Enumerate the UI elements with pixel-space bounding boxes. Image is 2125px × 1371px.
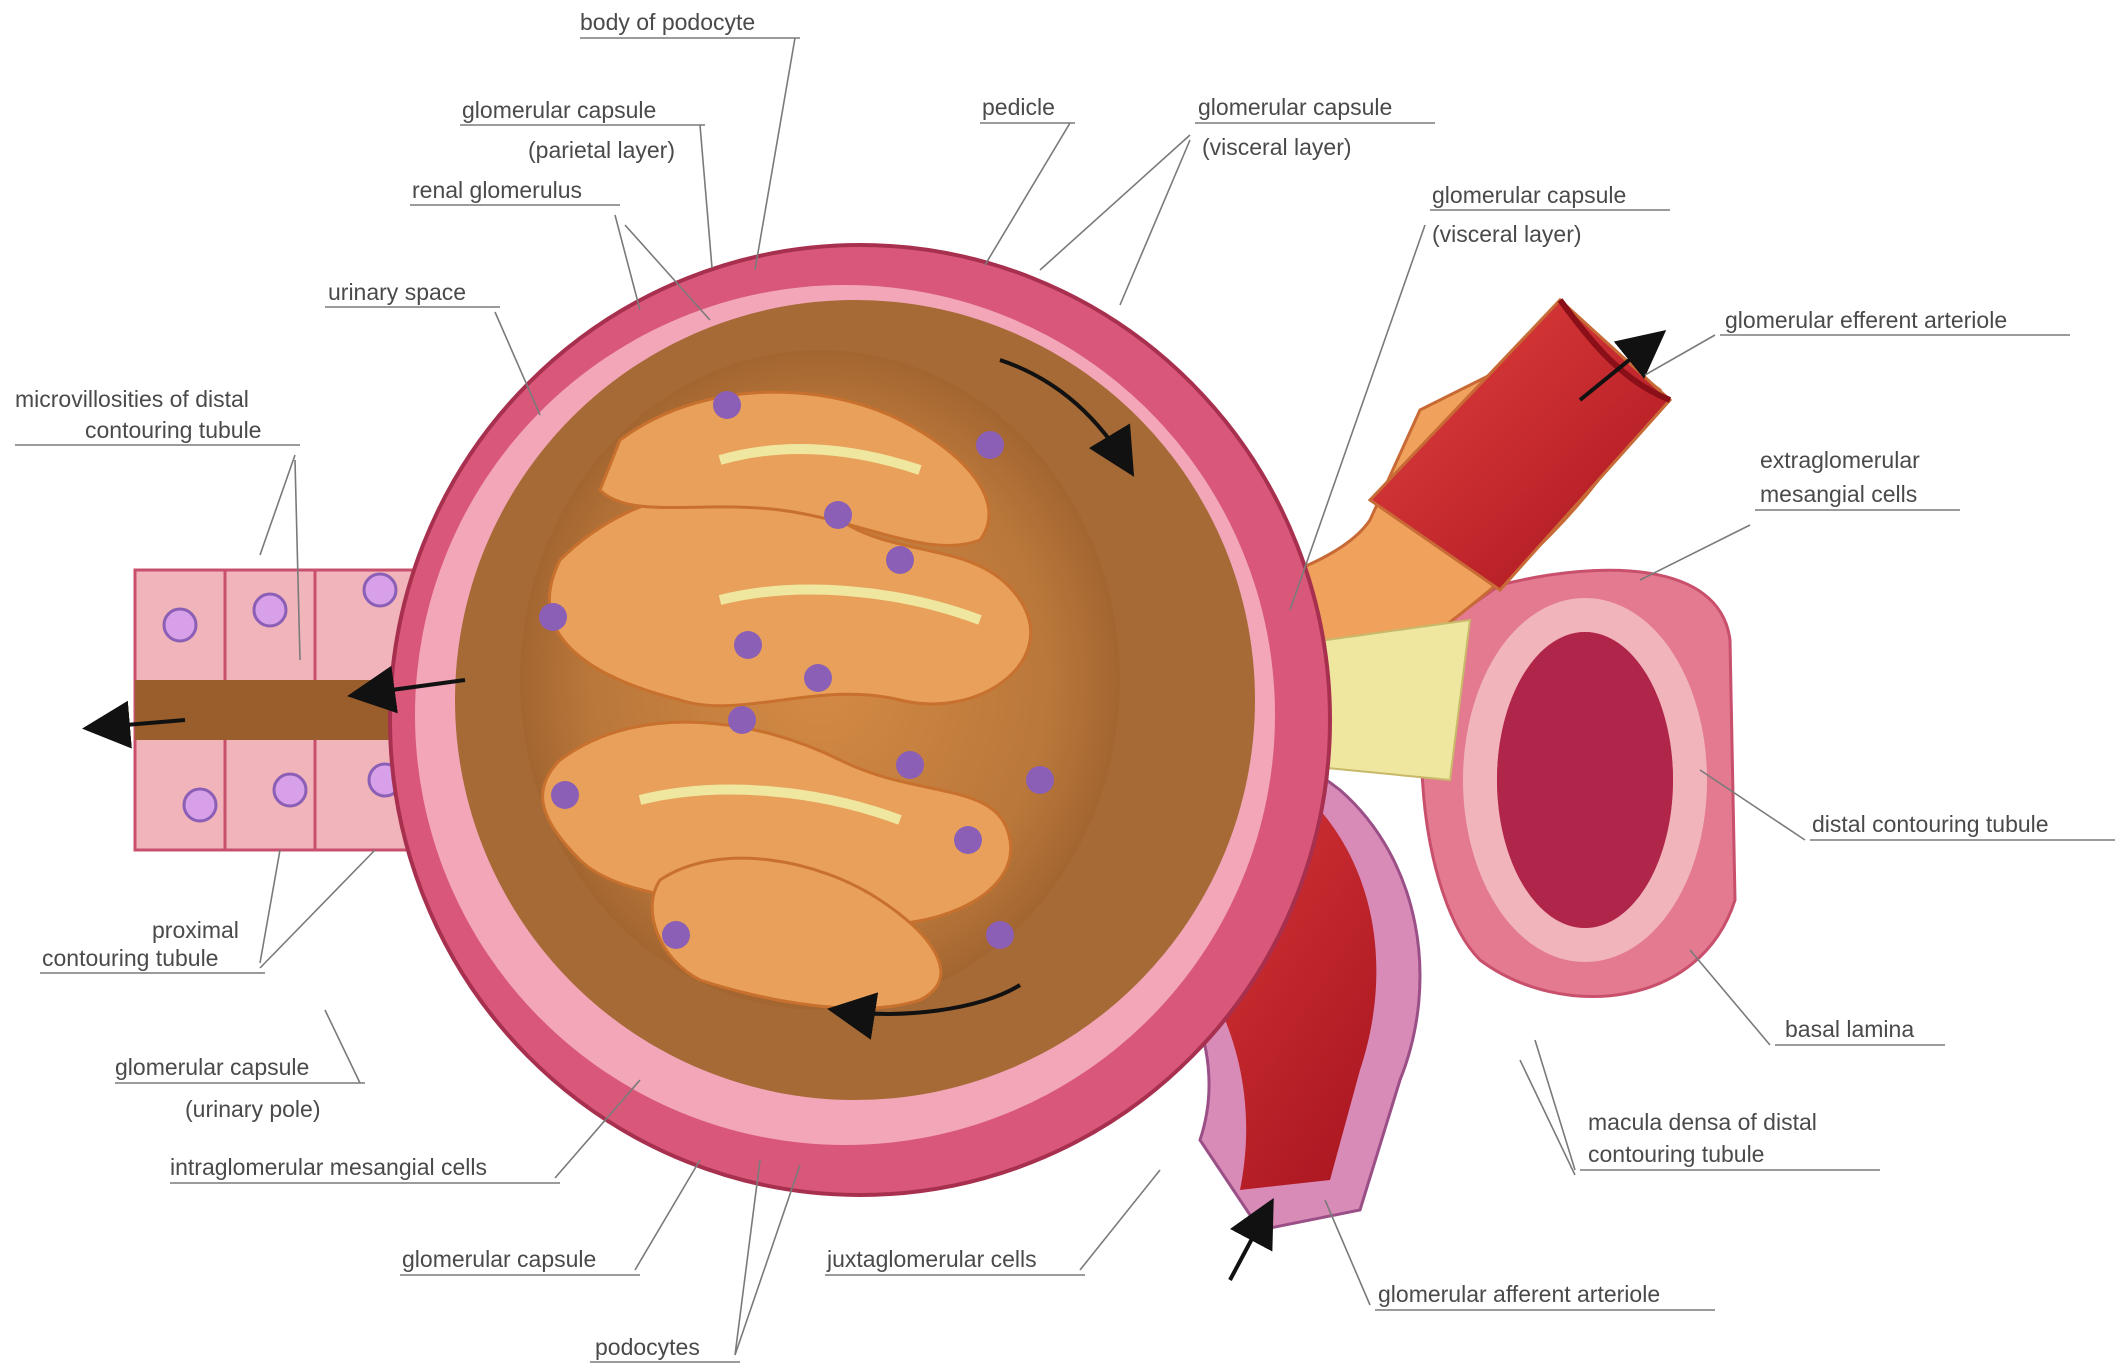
label-proximal-2: contouring tubule: [42, 945, 218, 971]
label-glomerular-capsule-parietal-2: (parietal layer): [528, 137, 675, 163]
label-efferent-arteriole: glomerular efferent arteriole: [1725, 307, 2007, 333]
label-urinary-space: urinary space: [328, 279, 466, 305]
label-afferent-arteriole: glomerular afferent arteriole: [1378, 1281, 1660, 1307]
label-microvillosities-1: microvillosities of distal: [15, 386, 249, 412]
label-renal-glomerulus: renal glomerulus: [412, 177, 582, 203]
label-glomerular-capsule-visceral-a1: glomerular capsule: [1198, 94, 1392, 120]
label-glomerular-capsule-parietal-1: glomerular capsule: [462, 97, 656, 123]
label-intraglomerular-mesangial-cells: intraglomerular mesangial cells: [170, 1154, 487, 1180]
label-glomerular-capsule: glomerular capsule: [402, 1246, 596, 1272]
label-extraglomerular-1: extraglomerular: [1760, 447, 1920, 473]
label-body-of-podocyte: body of podocyte: [580, 9, 755, 35]
label-macula-densa-2: contouring tubule: [1588, 1141, 1764, 1167]
label-glomerular-capsule-visceral-a2: (visceral layer): [1202, 134, 1352, 160]
label-basal-lamina: basal lamina: [1785, 1016, 1914, 1042]
label-microvillosities-2: contouring tubule: [85, 417, 261, 443]
label-glomerular-capsule-urinary-2: (urinary pole): [185, 1096, 321, 1122]
label-glomerular-capsule-visceral-b1: glomerular capsule: [1432, 182, 1626, 208]
label-proximal-1: proximal: [152, 917, 239, 943]
label-glomerular-capsule-visceral-b2: (visceral layer): [1432, 221, 1582, 247]
label-distal-tubule: distal contouring tubule: [1812, 811, 2049, 837]
label-glomerular-capsule-urinary-1: glomerular capsule: [115, 1054, 309, 1080]
label-extraglomerular-2: mesangial cells: [1760, 481, 1917, 507]
label-juxtaglomerular-cells: juxtaglomerular cells: [826, 1246, 1037, 1272]
label-macula-densa-1: macula densa of distal: [1588, 1109, 1817, 1135]
label-podocytes: podocytes: [595, 1334, 700, 1360]
glomerulus: [520, 350, 1120, 1010]
label-pedicle: pedicle: [982, 94, 1055, 120]
